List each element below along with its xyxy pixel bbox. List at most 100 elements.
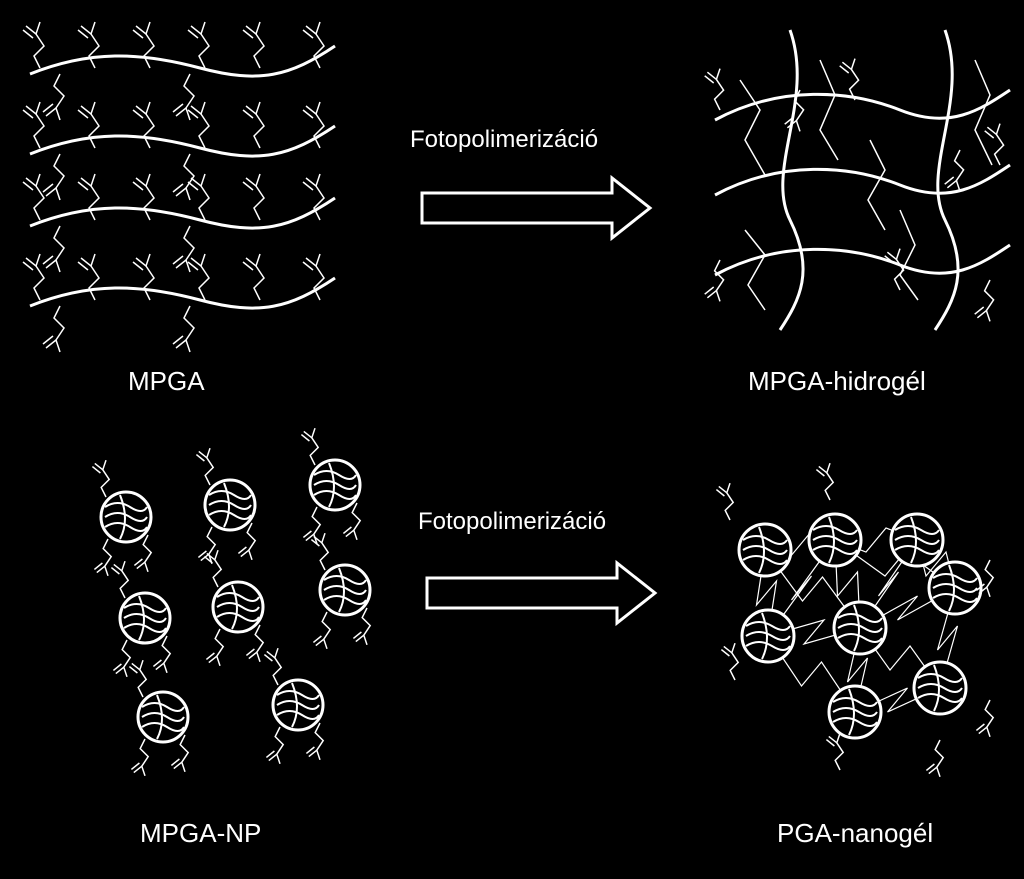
mpga-chain-3-group-1-fork: [25, 173, 41, 188]
nanogel-particle-3-inner-chain-1: [894, 525, 940, 535]
hydrogel-group-6-fork: [706, 289, 721, 302]
hydrogel-vertical-chain-a: [778, 29, 805, 331]
mpga-np-particle-6-group-c-stem: [321, 611, 332, 640]
mpga-chain-2-group-6-stem: [313, 113, 325, 149]
mpga-np-particle-3-group-b-stem: [351, 502, 362, 531]
mpga-chain-4-group-3-fork: [135, 253, 151, 268]
mpga-np-particle-4-group-c-double-bond: [112, 663, 122, 671]
mpga-np-particle-8-inner-chain-1: [276, 690, 320, 700]
mpga-chain-2-group-4-double-bond: [187, 109, 199, 119]
nanogel-group-6-stem: [934, 739, 945, 768]
mpga-np-particle-1-inner-chain-1: [104, 502, 148, 512]
hydrogel-group-1-double-bond: [704, 75, 715, 84]
mpga-np-particle-7-group-c-double-bond: [130, 762, 140, 770]
mpga-np-particle-5-inner-chain-3: [216, 612, 260, 622]
hydrogel-group-1-fork: [706, 68, 721, 81]
mpga-chain-1-group-4-fork: [190, 21, 206, 36]
mpga-np-particle-7-inner-chain-3: [141, 722, 185, 732]
mpga-np-particle-1-group-c-stem: [102, 538, 113, 567]
mpga-np-particle-3-group-b-double-bond: [342, 526, 352, 534]
mpga-chain-3-group-2-double-bond: [77, 181, 89, 191]
nanogel-particle-4-inner-chain-2: [932, 583, 978, 593]
mpga-chain-1-lowgroup-2-stem: [183, 73, 195, 109]
nanogel-particle-3-inner-chain-2: [894, 535, 940, 545]
hydrogel-group-2-fork: [786, 119, 801, 132]
nanogel-group-1-stem: [724, 492, 735, 521]
mpga-np-particle-8-group-a-stem: [272, 657, 283, 686]
hydrogel-group-3-fork: [841, 58, 856, 71]
mpga-hydrogel-label: MPGA-hidrogél: [748, 366, 926, 396]
mpga-np-particle-2-group-c-double-bond: [197, 550, 207, 558]
nanogel-crosslink-2-6: [767, 539, 836, 637]
mpga-chain-4-group-1-fork: [25, 253, 41, 268]
mpga-chain-2-group-1-stem: [33, 113, 45, 149]
nanogel-particle-1-inner-chain-3: [742, 555, 788, 565]
mpga-np-particle-4-inner-chain-3: [123, 623, 167, 633]
mpga-chain-4-lowgroup-2-double-bond: [172, 335, 184, 345]
mpga-chain-1-group-5-double-bond: [242, 29, 254, 39]
mpga-chain-1-group-1-fork: [25, 21, 41, 36]
mpga-chain-3-group-1-stem: [33, 185, 45, 221]
mpga-chain-3-group-5-stem: [253, 185, 265, 221]
mpga-np-particle-5-group-a-double-bond: [203, 556, 213, 564]
mpga-chain-1-group-1-double-bond: [22, 29, 34, 39]
mpga-np-particle-1-group-c-fork: [96, 564, 109, 577]
mpga-chain-2-group-2-fork: [80, 101, 96, 116]
nanogel-particle-6-inner-vertical: [761, 612, 768, 660]
mpga-np-particle-7-group-b-stem: [179, 734, 190, 763]
mpga-np-particle-7-group-c-stem: [139, 738, 150, 767]
nanogel-particle-5-shell: [832, 600, 888, 656]
mpga-chain-1-group-5-stem: [253, 33, 265, 69]
mpga-chain-1-group-6-fork: [305, 21, 321, 36]
mpga-np-particle-4-group-c-stem: [121, 639, 132, 668]
nanogel-group-1-fork: [718, 482, 731, 495]
nanogel-particle-2-inner-chain-3: [812, 545, 858, 555]
mpga-np-particle-4-inner-vertical: [138, 595, 145, 641]
nanogel-particle-3-inner-vertical: [910, 516, 917, 564]
mpga-chain-2-lowgroup-2-stem: [183, 153, 195, 189]
mpga-linear-chains: [22, 21, 336, 353]
mpga-chain-3-group-2-fork: [80, 173, 96, 188]
top-reaction-arrow: [420, 174, 653, 242]
mpga-chain-4-lowgroup-2-stem: [183, 305, 195, 341]
mpga-np-particle-5-inner-vertical: [231, 584, 238, 630]
mpga-np-particle-7-inner-chain-1: [141, 702, 185, 712]
mpga-chain-4-group-4-double-bond: [187, 261, 199, 271]
mpga-np-particle-5-group-a-fork: [206, 549, 219, 562]
nanogel-group-7-double-bond: [815, 469, 825, 477]
hydrogel-group-1-stem: [713, 78, 725, 111]
mpga-np-particle-3-group-a-double-bond: [300, 434, 310, 442]
mpga-np-particle-7-group-b-double-bond: [170, 758, 180, 766]
mpga-np-particle-5-group-b-fork: [248, 650, 261, 663]
nanogel-group-2-double-bond: [975, 583, 985, 591]
mpga-chain-3-group-6-fork: [305, 173, 321, 188]
mpga-np-particle-5-group-c-double-bond: [205, 652, 215, 660]
mpga-np-particle-2-group-a-fork: [198, 447, 211, 460]
mpga-np-particle-6-group-b-double-bond: [352, 631, 362, 639]
nanogel-particle-7-inner-chain-2: [917, 683, 963, 693]
mpga-chain-3-group-4-stem: [198, 185, 210, 221]
hydrogel-group-3-double-bond: [839, 65, 850, 74]
hydrogel-horizontal-chain-b: [714, 163, 1011, 197]
mpga-chain-2-group-3-stem: [143, 113, 155, 149]
mpga-chain-3: [29, 196, 336, 230]
mpga-chain-1-group-1-stem: [33, 33, 45, 69]
mpga-chain-2-group-6-fork: [305, 101, 321, 116]
hydrogel-crosslink-3: [867, 139, 886, 231]
nanogel-particle-4-inner-chain-1: [932, 573, 978, 583]
nanogel-particle-6-shell: [740, 608, 796, 664]
mpga-chain-4-group-6-double-bond: [302, 261, 314, 271]
mpga-np-particle-6-group-b-stem: [361, 607, 372, 636]
mpga-np-particle-4-group-a-double-bond: [110, 567, 120, 575]
mpga-np-particle-4-shell: [118, 591, 172, 645]
nanogel-particle-2-inner-vertical: [828, 516, 835, 564]
mpga-np-particle-1-shell: [99, 490, 153, 544]
mpga-chain-4-group-5-double-bond: [242, 261, 254, 271]
hydrogel-crosslink-4: [899, 209, 919, 301]
mpga-np-particle-6-group-c-double-bond: [312, 635, 322, 643]
mpga-np-particle-1-group-b-stem: [142, 534, 153, 563]
mpga-np-particle-6-group-c-fork: [315, 637, 328, 650]
hydrogel-group-7-stem: [893, 258, 905, 291]
top-arrow-label: Fotopolimerizáció: [410, 126, 599, 153]
